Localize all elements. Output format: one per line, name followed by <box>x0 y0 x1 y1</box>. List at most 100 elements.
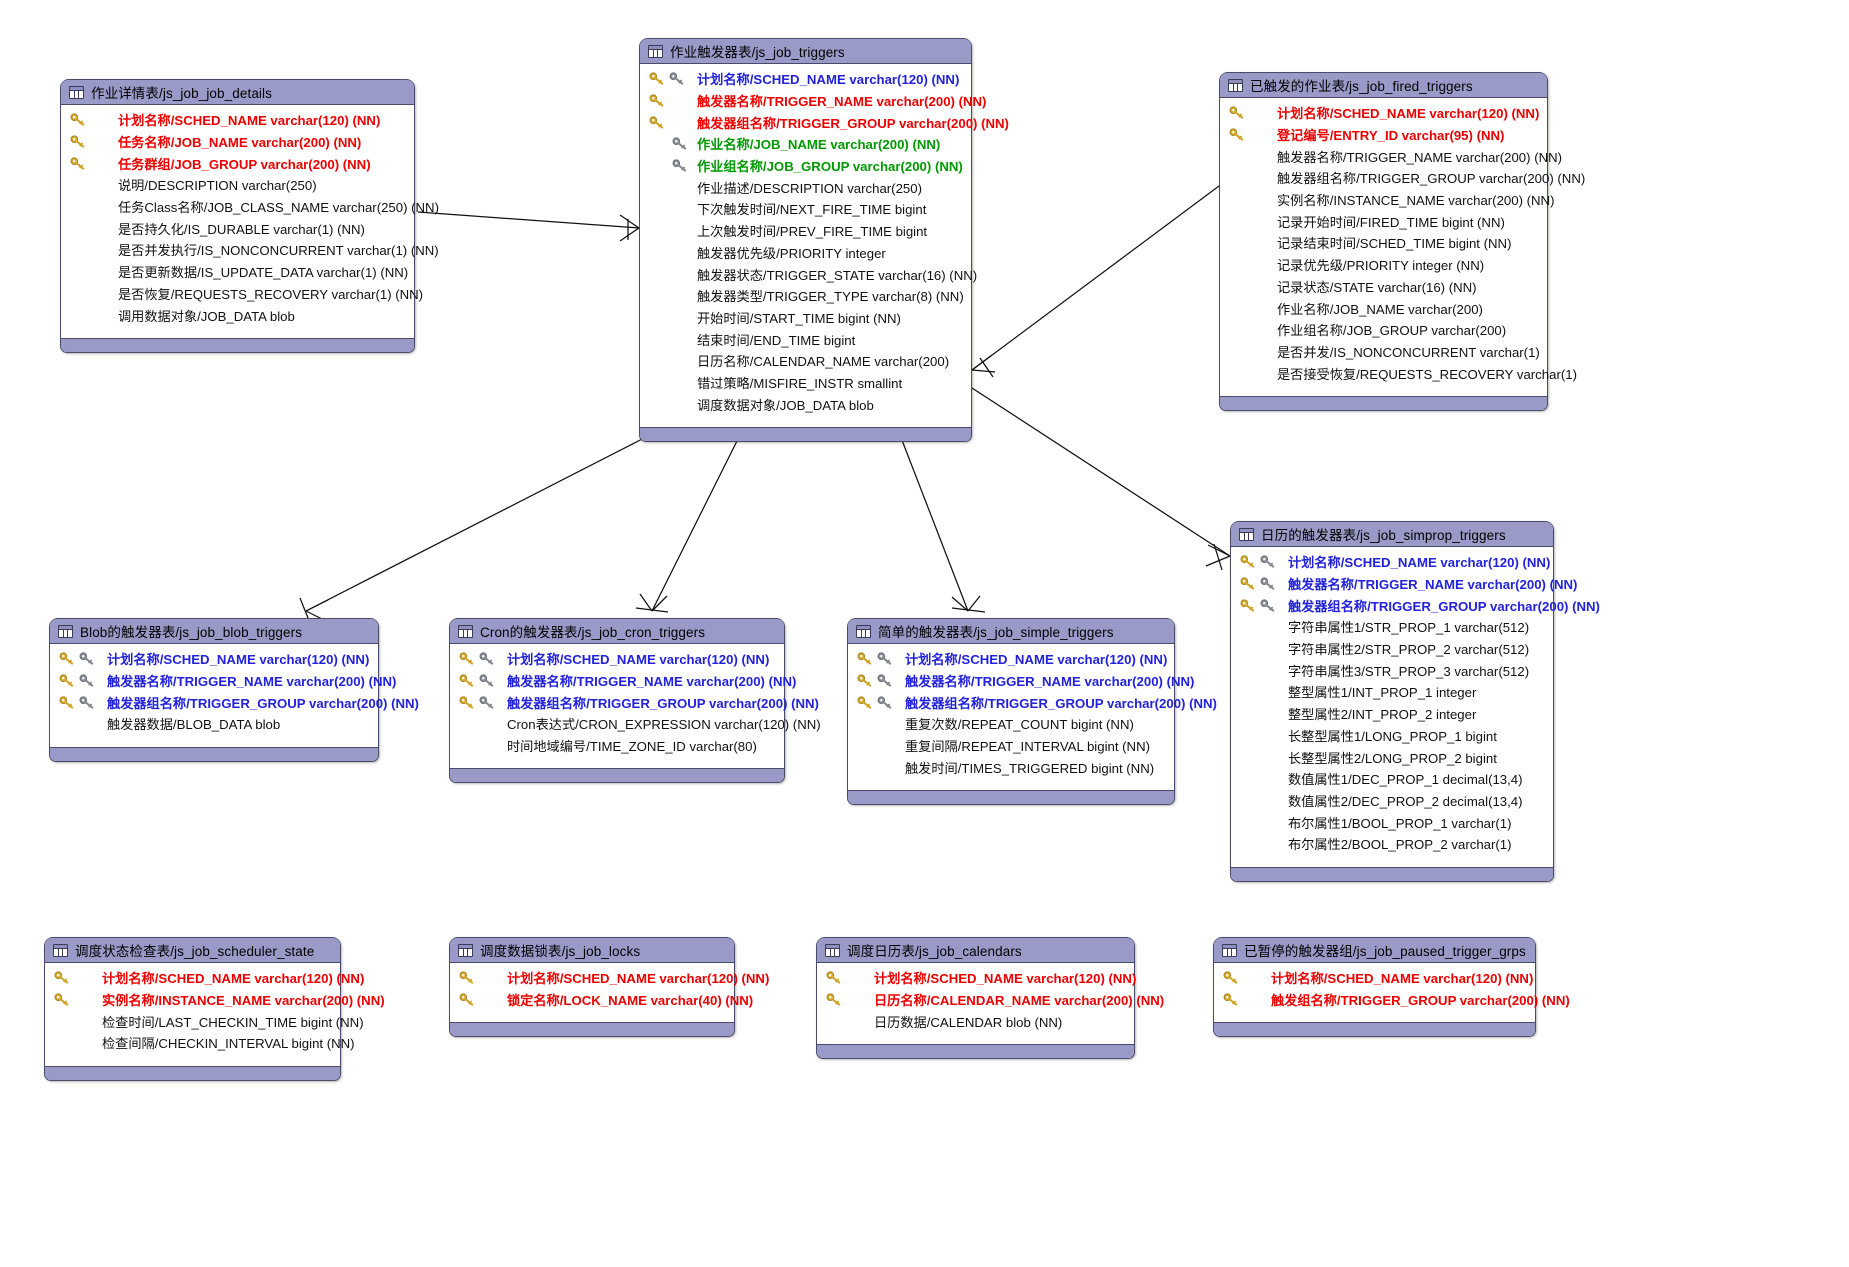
entity-header-job_details[interactable]: 作业详情表/js_job_job_details <box>61 80 414 105</box>
attribute-row[interactable]: 触发器数据/BLOB_DATA blob <box>50 713 378 735</box>
attribute-row[interactable]: 日历名称/CALENDAR_NAME varchar(200) <box>640 350 971 372</box>
entity-paused_trigger_grps[interactable]: 已暂停的触发器组/js_job_paused_trigger_grps 计划名称/… <box>1213 937 1570 1038</box>
attribute-row[interactable]: 触发器名称/TRIGGER_NAME varchar(200) (NN) <box>450 670 796 692</box>
entity-header-triggers[interactable]: 作业触发器表/js_job_triggers <box>640 39 971 64</box>
attribute-row[interactable]: 日历名称/CALENDAR_NAME varchar(200) (NN) <box>817 989 1164 1011</box>
attribute-row[interactable]: 字符串属性2/STR_PROP_2 varchar(512) <box>1231 638 1553 660</box>
attribute-row[interactable]: 调用数据对象/JOB_DATA blob <box>61 304 414 326</box>
attribute-row[interactable]: 触发时间/TIMES_TRIGGERED bigint (NN) <box>848 756 1174 778</box>
entity-header-calendars[interactable]: 调度日历表/js_job_calendars <box>817 938 1134 963</box>
attribute-row[interactable]: 记录结束时间/SCHED_TIME bigint (NN) <box>1220 232 1547 254</box>
entity-blob_triggers[interactable]: Blob的触发器表/js_job_blob_triggers 计划名称/SCHED… <box>49 618 419 762</box>
attribute-row[interactable]: 是否并发执行/IS_NONCONCURRENT varchar(1) (NN) <box>61 239 439 261</box>
attribute-row[interactable]: 结束时间/END_TIME bigint <box>640 328 971 350</box>
attribute-row[interactable]: 登记编号/ENTRY_ID varchar(95) (NN) <box>1220 124 1547 146</box>
attribute-row[interactable]: 计划名称/SCHED_NAME varchar(120) (NN) <box>50 648 378 670</box>
attribute-row[interactable]: 作业名称/JOB_NAME varchar(200) (NN) <box>640 133 971 155</box>
attribute-row[interactable]: 作业名称/JOB_NAME varchar(200) <box>1220 297 1547 319</box>
attribute-row[interactable]: 触发器组名称/TRIGGER_GROUP varchar(200) (NN) <box>848 691 1217 713</box>
attribute-row[interactable]: 是否恢复/REQUESTS_RECOVERY varchar(1) (NN) <box>61 283 423 305</box>
attribute-row[interactable]: 触发器组名称/TRIGGER_GROUP varchar(200) (NN) <box>1220 167 1585 189</box>
attribute-row[interactable]: 长整型属性2/LONG_PROP_2 bigint <box>1231 746 1553 768</box>
attribute-row[interactable]: 实例名称/INSTANCE_NAME varchar(200) (NN) <box>1220 189 1554 211</box>
attribute-row[interactable]: 日历数据/CALENDAR blob (NN) <box>817 1010 1134 1032</box>
attribute-row[interactable]: 计划名称/SCHED_NAME varchar(120) (NN) <box>817 967 1136 989</box>
attribute-row[interactable]: 作业描述/DESCRIPTION varchar(250) <box>640 176 971 198</box>
entity-calendars[interactable]: 调度日历表/js_job_calendars 计划名称/SCHED_NAME va… <box>816 937 1164 1060</box>
attribute-row[interactable]: 是否接受恢复/REQUESTS_RECOVERY varchar(1) <box>1220 362 1577 384</box>
attribute-row[interactable]: 字符串属性1/STR_PROP_1 varchar(512) <box>1231 616 1553 638</box>
entity-header-cron_triggers[interactable]: Cron的触发器表/js_job_cron_triggers <box>450 619 784 644</box>
attribute-row[interactable]: 检查间隔/CHECKIN_INTERVAL bigint (NN) <box>45 1032 355 1054</box>
attribute-row[interactable]: 触发器组名称/TRIGGER_GROUP varchar(200) (NN) <box>50 691 419 713</box>
attribute-row[interactable]: 是否更新数据/IS_UPDATE_DATA varchar(1) (NN) <box>61 261 414 283</box>
attribute-row[interactable]: 计划名称/SCHED_NAME varchar(120) (NN) <box>848 648 1174 670</box>
attribute-row[interactable]: 长整型属性1/LONG_PROP_1 bigint <box>1231 725 1553 747</box>
entity-scheduler_state[interactable]: 调度状态检查表/js_job_scheduler_state 计划名称/SCHED… <box>44 937 385 1081</box>
attribute-row[interactable]: 整型属性2/INT_PROP_2 integer <box>1231 703 1553 725</box>
attribute-row[interactable]: 计划名称/SCHED_NAME varchar(120) (NN) <box>450 648 784 670</box>
attribute-row[interactable]: 计划名称/SCHED_NAME varchar(120) (NN) <box>1220 102 1547 124</box>
entity-locks[interactable]: 调度数据锁表/js_job_locks 计划名称/SCHED_NAME varch… <box>449 937 769 1038</box>
attribute-row[interactable]: 触发器名称/TRIGGER_NAME varchar(200) (NN) <box>50 670 396 692</box>
attribute-row[interactable]: 重复间隔/REPEAT_INTERVAL bigint (NN) <box>848 735 1174 757</box>
attribute-row[interactable]: 错过策略/MISFIRE_INSTR smallint <box>640 372 971 394</box>
attribute-row[interactable]: 触发器状态/TRIGGER_STATE varchar(16) (NN) <box>640 263 977 285</box>
attribute-row[interactable]: 触发器类型/TRIGGER_TYPE varchar(8) (NN) <box>640 285 971 307</box>
attribute-row[interactable]: 时间地域编号/TIME_ZONE_ID varchar(80) <box>450 735 784 757</box>
attribute-row[interactable]: 任务Class名称/JOB_CLASS_NAME varchar(250) (N… <box>61 196 439 218</box>
entity-header-blob_triggers[interactable]: Blob的触发器表/js_job_blob_triggers <box>50 619 378 644</box>
attribute-row[interactable]: 任务群组/JOB_GROUP varchar(200) (NN) <box>61 152 414 174</box>
attribute-row[interactable]: 触发器名称/TRIGGER_NAME varchar(200) (NN) <box>1231 573 1577 595</box>
entity-triggers[interactable]: 作业触发器表/js_job_triggers 计划名称/SCHED_NAME va… <box>639 38 1009 442</box>
attribute-row[interactable]: 记录优先级/PRIORITY integer (NN) <box>1220 254 1547 276</box>
attribute-row[interactable]: 计划名称/SCHED_NAME varchar(120) (NN) <box>61 109 414 131</box>
attribute-row[interactable]: 作业组名称/JOB_GROUP varchar(200) <box>1220 319 1547 341</box>
attribute-row[interactable]: 任务名称/JOB_NAME varchar(200) (NN) <box>61 131 414 153</box>
attribute-row[interactable]: 记录状态/STATE varchar(16) (NN) <box>1220 276 1547 298</box>
attribute-row[interactable]: 上次触发时间/PREV_FIRE_TIME bigint <box>640 220 971 242</box>
attribute-row[interactable]: 触发器优先级/PRIORITY integer <box>640 242 971 264</box>
entity-simprop_triggers[interactable]: 日历的触发器表/js_job_simprop_triggers 计划名称/SCHE… <box>1230 521 1600 882</box>
attribute-row[interactable]: 计划名称/SCHED_NAME varchar(120) (NN) <box>1214 967 1535 989</box>
entity-simple_triggers[interactable]: 简单的触发器表/js_job_simple_triggers 计划名称/SCHED… <box>847 618 1217 806</box>
entity-header-simple_triggers[interactable]: 简单的触发器表/js_job_simple_triggers <box>848 619 1174 644</box>
entity-header-locks[interactable]: 调度数据锁表/js_job_locks <box>450 938 734 963</box>
entity-cron_triggers[interactable]: Cron的触发器表/js_job_cron_triggers 计划名称/SCHED… <box>449 618 821 784</box>
attribute-row[interactable]: 整型属性1/INT_PROP_1 integer <box>1231 681 1553 703</box>
attribute-row[interactable]: 是否并发/IS_NONCONCURRENT varchar(1) <box>1220 341 1547 363</box>
attribute-row[interactable]: 触发器组名称/TRIGGER_GROUP varchar(200) (NN) <box>1231 594 1600 616</box>
entity-fired_triggers[interactable]: 已触发的作业表/js_job_fired_triggers 计划名称/SCHED_… <box>1219 72 1585 411</box>
attribute-row[interactable]: 计划名称/SCHED_NAME varchar(120) (NN) <box>1231 551 1553 573</box>
attribute-row[interactable]: 字符串属性3/STR_PROP_3 varchar(512) <box>1231 659 1553 681</box>
attribute-row[interactable]: 调度数据对象/JOB_DATA blob <box>640 393 971 415</box>
attribute-row[interactable]: 下次触发时间/NEXT_FIRE_TIME bigint <box>640 198 971 220</box>
attribute-row[interactable]: 触发器名称/TRIGGER_NAME varchar(200) (NN) <box>848 670 1194 692</box>
attribute-row[interactable]: 重复次数/REPEAT_COUNT bigint (NN) <box>848 713 1174 735</box>
attribute-row[interactable]: 是否持久化/IS_DURABLE varchar(1) (NN) <box>61 217 414 239</box>
attribute-row[interactable]: 触发组名称/TRIGGER_GROUP varchar(200) (NN) <box>1214 989 1570 1011</box>
attribute-row[interactable]: 检查时间/LAST_CHECKIN_TIME bigint (NN) <box>45 1010 364 1032</box>
attribute-row[interactable]: 计划名称/SCHED_NAME varchar(120) (NN) <box>450 967 769 989</box>
entity-header-paused_trigger_grps[interactable]: 已暂停的触发器组/js_job_paused_trigger_grps <box>1214 938 1535 963</box>
attribute-row[interactable]: Cron表达式/CRON_EXPRESSION varchar(120) (NN… <box>450 713 821 735</box>
attribute-row[interactable]: 计划名称/SCHED_NAME varchar(120) (NN) <box>45 967 364 989</box>
entity-job_details[interactable]: 作业详情表/js_job_job_details 计划名称/SCHED_NAME … <box>60 79 439 353</box>
entity-header-scheduler_state[interactable]: 调度状态检查表/js_job_scheduler_state <box>45 938 340 963</box>
attribute-row[interactable]: 计划名称/SCHED_NAME varchar(120) (NN) <box>640 68 971 90</box>
attribute-row[interactable]: 触发器组名称/TRIGGER_GROUP varchar(200) (NN) <box>640 111 1009 133</box>
attribute-row[interactable]: 实例名称/INSTANCE_NAME varchar(200) (NN) <box>45 989 385 1011</box>
entity-header-simprop_triggers[interactable]: 日历的触发器表/js_job_simprop_triggers <box>1231 522 1553 547</box>
attribute-row[interactable]: 作业组名称/JOB_GROUP varchar(200) (NN) <box>640 155 971 177</box>
attribute-row[interactable]: 触发器组名称/TRIGGER_GROUP varchar(200) (NN) <box>450 691 819 713</box>
attribute-row[interactable]: 锁定名称/LOCK_NAME varchar(40) (NN) <box>450 989 753 1011</box>
attribute-row[interactable]: 触发器名称/TRIGGER_NAME varchar(200) (NN) <box>1220 145 1562 167</box>
entity-header-fired_triggers[interactable]: 已触发的作业表/js_job_fired_triggers <box>1220 73 1547 98</box>
attribute-row[interactable]: 数值属性1/DEC_PROP_1 decimal(13,4) <box>1231 768 1553 790</box>
attribute-row[interactable]: 记录开始时间/FIRED_TIME bigint (NN) <box>1220 210 1547 232</box>
attribute-row[interactable]: 开始时间/START_TIME bigint (NN) <box>640 307 971 329</box>
attribute-row[interactable]: 说明/DESCRIPTION varchar(250) <box>61 174 414 196</box>
attribute-row[interactable]: 布尔属性2/BOOL_PROP_2 varchar(1) <box>1231 833 1553 855</box>
attribute-row[interactable]: 布尔属性1/BOOL_PROP_1 varchar(1) <box>1231 811 1553 833</box>
attribute-row[interactable]: 数值属性2/DEC_PROP_2 decimal(13,4) <box>1231 790 1553 812</box>
